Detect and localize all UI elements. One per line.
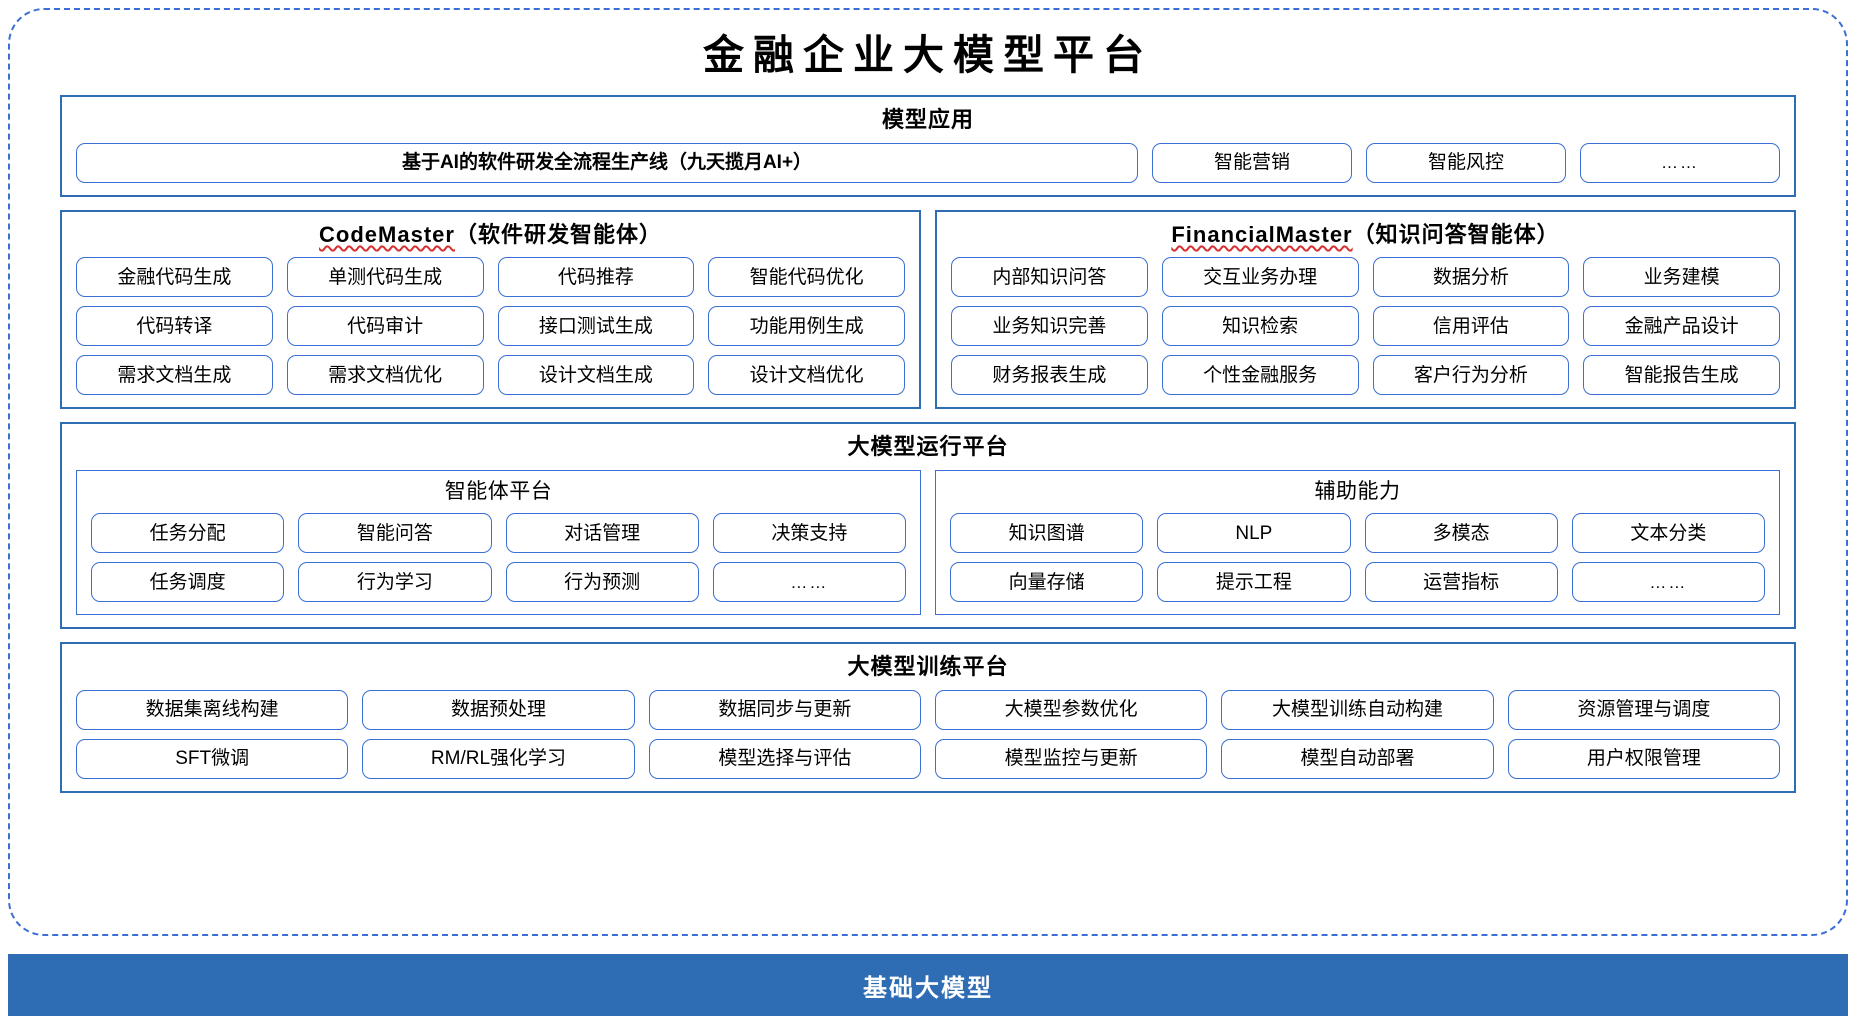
capability-cell[interactable]: 智能代码优化 xyxy=(708,257,905,298)
capability-cell[interactable]: 业务建模 xyxy=(1583,257,1780,298)
runtime-cell[interactable]: 提示工程 xyxy=(1157,562,1351,602)
subpanel-agent-platform: 智能体平台 任务分配 智能问答 对话管理 决策支持 任务调度 行为学习 行为预测… xyxy=(76,469,921,615)
diagram-content: 金融企业大模型平台 模型应用 基于AI的软件研发全流程生产线（九天揽月AI+） … xyxy=(8,8,1848,936)
subpanel-auxiliary-capability: 辅助能力 知识图谱 NLP 多模态 文本分类 向量存储 提示工程 运营指标 …… xyxy=(935,469,1780,615)
financialmaster-capability-grid: 内部知识问答 交互业务办理 数据分析 业务建模 业务知识完善 知识检索 信用评估… xyxy=(951,257,1780,396)
capability-cell[interactable]: 需求文档优化 xyxy=(286,355,484,396)
capability-cell[interactable]: 设计文档生成 xyxy=(497,355,695,396)
training-cell[interactable]: 大模型参数优化 xyxy=(935,689,1208,730)
capability-cell[interactable]: 客户行为分析 xyxy=(1372,355,1570,396)
runtime-cell[interactable]: 向量存储 xyxy=(950,562,1144,602)
section-runtime-platform: 大模型运行平台 智能体平台 任务分配 智能问答 对话管理 决策支持 任务调度 行… xyxy=(60,422,1796,629)
capability-cell[interactable]: 单测代码生成 xyxy=(286,257,484,298)
capability-cell[interactable]: 需求文档生成 xyxy=(76,355,273,396)
panel-codemaster: CodeMaster（软件研发智能体） 金融代码生成 单测代码生成 代码推荐 智… xyxy=(60,209,921,410)
training-cell[interactable]: 数据同步与更新 xyxy=(648,689,921,730)
capability-cell[interactable]: 代码推荐 xyxy=(497,257,695,298)
training-cell[interactable]: 模型自动部署 xyxy=(1221,738,1494,779)
subpanel-title-auxiliary-capability: 辅助能力 xyxy=(1314,479,1401,503)
capability-cell[interactable]: 金融产品设计 xyxy=(1583,306,1780,347)
capability-cell[interactable]: 业务知识完善 xyxy=(951,306,1148,347)
training-cell[interactable]: 大模型训练自动构建 xyxy=(1221,689,1494,730)
training-cell[interactable]: SFT微调 xyxy=(76,738,349,779)
capability-cell[interactable]: 代码审计 xyxy=(286,306,484,347)
codemaster-name-misspelled: CodeMaster xyxy=(319,221,455,247)
runtime-cell[interactable]: 对话管理 xyxy=(505,513,699,553)
runtime-cell[interactable]: NLP xyxy=(1157,513,1351,553)
app-cell-smart-marketing[interactable]: 智能营销 xyxy=(1152,142,1352,183)
capability-cell[interactable]: 交互业务办理 xyxy=(1161,257,1359,298)
outer-dashed-frame xyxy=(8,8,1848,936)
runtime-cell-more[interactable]: …… xyxy=(1571,562,1765,602)
app-cell-more[interactable]: …… xyxy=(1580,142,1780,183)
app-cell-ai-sdlc[interactable]: 基于AI的软件研发全流程生产线（九天揽月AI+） xyxy=(76,142,1138,183)
codemaster-capability-grid: 金融代码生成 单测代码生成 代码推荐 智能代码优化 代码转译 代码审计 接口测试… xyxy=(76,257,905,396)
panel-title-financialmaster: FinancialMaster（知识问答智能体） xyxy=(951,221,1780,249)
financialmaster-subtitle: （知识问答智能体） xyxy=(1352,221,1560,247)
runtime-cell[interactable]: 智能问答 xyxy=(298,513,492,553)
runtime-cell[interactable]: 行为预测 xyxy=(505,562,699,602)
training-cell[interactable]: 用户权限管理 xyxy=(1507,738,1780,779)
footer-foundation-model-bar: 基础大模型 xyxy=(8,954,1848,1016)
capability-cell[interactable]: 接口测试生成 xyxy=(497,306,695,347)
training-cell[interactable]: RM/RL强化学习 xyxy=(362,738,635,779)
capability-cell[interactable]: 个性金融服务 xyxy=(1161,355,1359,396)
section-title-model-application: 模型应用 xyxy=(881,107,974,133)
subpanel-title-agent-platform: 智能体平台 xyxy=(444,479,553,503)
capability-cell[interactable]: 内部知识问答 xyxy=(951,257,1148,298)
section-model-application: 模型应用 基于AI的软件研发全流程生产线（九天揽月AI+） 智能营销 智能风控 … xyxy=(60,95,1796,197)
capability-cell[interactable]: 智能报告生成 xyxy=(1583,355,1780,396)
capability-cell[interactable]: 信用评估 xyxy=(1372,306,1570,347)
codemaster-subtitle: （软件研发智能体） xyxy=(454,221,662,247)
runtime-cell-more[interactable]: …… xyxy=(712,562,906,602)
training-cell[interactable]: 模型选择与评估 xyxy=(648,738,921,779)
runtime-cell[interactable]: 知识图谱 xyxy=(950,513,1144,553)
runtime-cell[interactable]: 任务分配 xyxy=(91,513,285,553)
capability-cell[interactable]: 知识检索 xyxy=(1161,306,1359,347)
capability-cell[interactable]: 代码转译 xyxy=(76,306,273,347)
panel-financialmaster: FinancialMaster（知识问答智能体） 内部知识问答 交互业务办理 数… xyxy=(935,209,1796,410)
capability-cell[interactable]: 金融代码生成 xyxy=(76,257,273,298)
capability-cell[interactable]: 设计文档优化 xyxy=(708,355,905,396)
runtime-columns: 智能体平台 任务分配 智能问答 对话管理 决策支持 任务调度 行为学习 行为预测… xyxy=(76,469,1780,615)
training-cell[interactable]: 数据预处理 xyxy=(362,689,635,730)
runtime-cell[interactable]: 决策支持 xyxy=(712,513,906,553)
footer-label: 基础大模型 xyxy=(863,974,993,1002)
auxiliary-capability-grid: 知识图谱 NLP 多模态 文本分类 向量存储 提示工程 运营指标 …… xyxy=(950,513,1765,602)
capability-cell[interactable]: 数据分析 xyxy=(1372,257,1570,298)
section-title-training-platform: 大模型训练平台 xyxy=(847,654,1009,679)
runtime-cell[interactable]: 行为学习 xyxy=(298,562,492,602)
section-training-platform: 大模型训练平台 数据集离线构建 数据预处理 数据同步与更新 大模型参数优化 大模… xyxy=(60,642,1796,793)
financialmaster-name-misspelled: FinancialMaster xyxy=(1171,221,1353,247)
training-cell[interactable]: 数据集离线构建 xyxy=(76,689,349,730)
agent-platform-grid: 任务分配 智能问答 对话管理 决策支持 任务调度 行为学习 行为预测 …… xyxy=(91,513,906,602)
section-agents: CodeMaster（软件研发智能体） 金融代码生成 单测代码生成 代码推荐 智… xyxy=(60,209,1796,410)
training-platform-grid: 数据集离线构建 数据预处理 数据同步与更新 大模型参数优化 大模型训练自动构建 … xyxy=(76,689,1780,779)
runtime-cell[interactable]: 运营指标 xyxy=(1364,562,1558,602)
capability-cell[interactable]: 财务报表生成 xyxy=(951,355,1148,396)
panel-title-codemaster: CodeMaster（软件研发智能体） xyxy=(76,221,905,249)
page-title: 金融企业大模型平台 xyxy=(703,31,1153,79)
section-title-runtime-platform: 大模型运行平台 xyxy=(847,434,1009,460)
app-cell-smart-risk-control[interactable]: 智能风控 xyxy=(1366,142,1566,183)
runtime-cell[interactable]: 任务调度 xyxy=(91,562,285,602)
training-cell[interactable]: 模型监控与更新 xyxy=(935,738,1208,779)
model-application-row: 基于AI的软件研发全流程生产线（九天揽月AI+） 智能营销 智能风控 …… xyxy=(76,142,1780,183)
capability-cell[interactable]: 功能用例生成 xyxy=(708,306,905,347)
runtime-cell[interactable]: 文本分类 xyxy=(1571,513,1765,553)
runtime-cell[interactable]: 多模态 xyxy=(1364,513,1558,553)
training-cell[interactable]: 资源管理与调度 xyxy=(1507,689,1780,730)
